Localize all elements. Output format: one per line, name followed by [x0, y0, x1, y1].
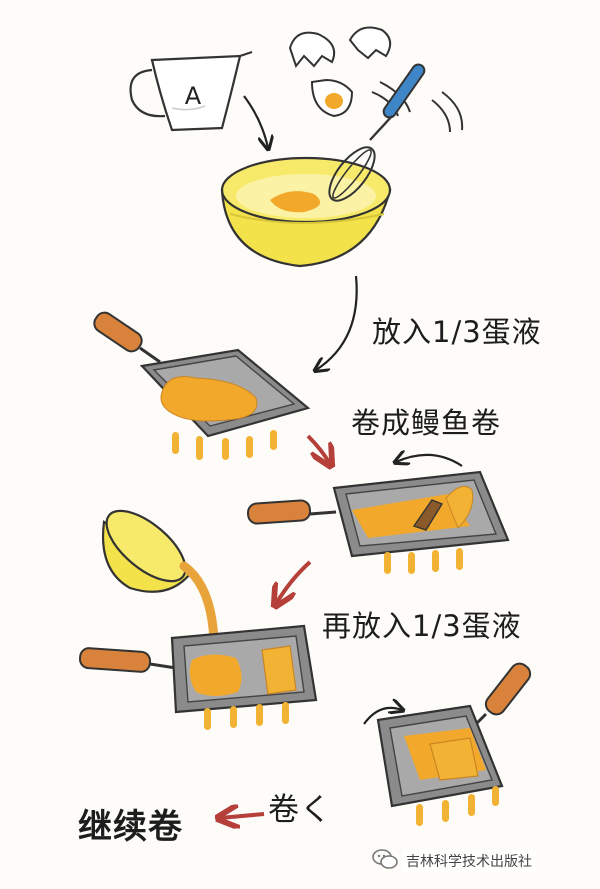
mixing-bowl	[220, 156, 392, 268]
arrow-cup-to-bowl	[243, 95, 268, 148]
pan-step-1	[93, 311, 311, 460]
pouring-bowl	[102, 509, 220, 675]
arrow-roll-over	[396, 455, 463, 467]
pan-step-2	[246, 470, 510, 574]
arrow-to-continue	[220, 814, 265, 818]
cup-label: A	[185, 82, 202, 110]
arrow-pan2-to-pan3	[276, 560, 312, 604]
caption-step-1: 放入1/3蛋液	[372, 315, 542, 349]
arrow-pan1-to-pan2	[306, 434, 330, 464]
watermark-text: 吉林科学技术出版社	[402, 850, 536, 872]
whisk	[328, 63, 426, 202]
caption-step-5: 继续卷	[78, 807, 183, 847]
caption-step-4: 卷く	[268, 792, 332, 828]
measuring-cup	[129, 50, 253, 132]
pan-step-3	[78, 624, 318, 730]
caption-step-2: 卷成鳗鱼卷	[351, 406, 502, 440]
arrow-roll-continue	[363, 708, 402, 725]
arrow-bowl-to-pan	[316, 275, 358, 370]
caption-step-3: 再放入1/3蛋液	[322, 609, 522, 643]
chat-bubbles-icon	[372, 849, 398, 869]
egg-shells	[288, 26, 392, 118]
pan-step-4	[376, 662, 532, 826]
